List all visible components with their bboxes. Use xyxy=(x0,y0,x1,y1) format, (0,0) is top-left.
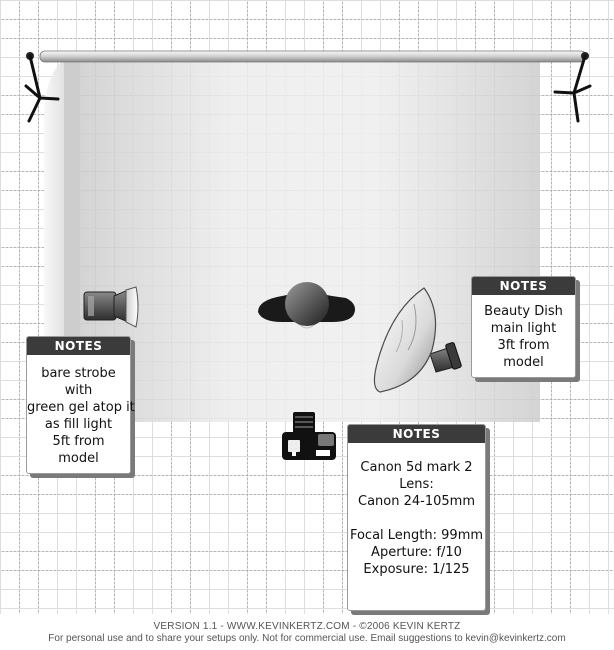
beauty-dish xyxy=(373,287,462,393)
footer-version-line: VERSION 1.1 - WWW.KEVINKERTZ.COM - ©2006… xyxy=(153,621,461,632)
fill-light-notes-header: NOTES xyxy=(27,337,130,355)
camera-icon xyxy=(282,412,336,460)
camera-notes-card: NOTES Canon 5d mark 2 Lens: Canon 24-105… xyxy=(347,424,486,611)
note-line: bare strobe xyxy=(41,366,116,381)
main-light-notes-card: NOTES Beauty Dish main light 3ft from mo… xyxy=(471,276,576,378)
note-line: model xyxy=(503,355,544,370)
note-line: model xyxy=(58,451,99,466)
note-line: 3ft from xyxy=(497,338,550,353)
note-line: green gel atop it xyxy=(27,400,135,415)
footer-usage-line: For personal use and to share your setup… xyxy=(48,633,566,644)
note-line: 5ft from xyxy=(52,434,105,449)
backdrop-support-bar xyxy=(26,50,589,63)
note-line: with xyxy=(64,383,93,398)
paper-backdrop xyxy=(64,56,540,422)
left-backdrop-stand xyxy=(24,54,60,123)
note-line: Lens: xyxy=(399,477,434,492)
right-backdrop-stand xyxy=(553,54,592,123)
note-line: as fill light xyxy=(44,417,113,432)
note-line: Canon 24-105mm xyxy=(358,494,475,509)
note-line: main light xyxy=(490,321,557,336)
fill-light-notes-card: NOTES bare strobe with green gel atop it… xyxy=(26,336,135,474)
note-line: Exposure: 1/125 xyxy=(363,562,470,577)
note-spacer xyxy=(348,510,485,527)
note-line: Aperture: f/10 xyxy=(371,545,462,560)
fill-strobe xyxy=(83,286,139,328)
note-line: Focal Length: 99mm xyxy=(349,528,484,543)
note-line: Canon 5d mark 2 xyxy=(360,460,473,475)
note-line: Beauty Dish xyxy=(484,304,563,319)
camera-notes-header: NOTES xyxy=(348,425,485,443)
model-top-view xyxy=(258,282,355,329)
main-light-notes-header: NOTES xyxy=(472,277,575,295)
